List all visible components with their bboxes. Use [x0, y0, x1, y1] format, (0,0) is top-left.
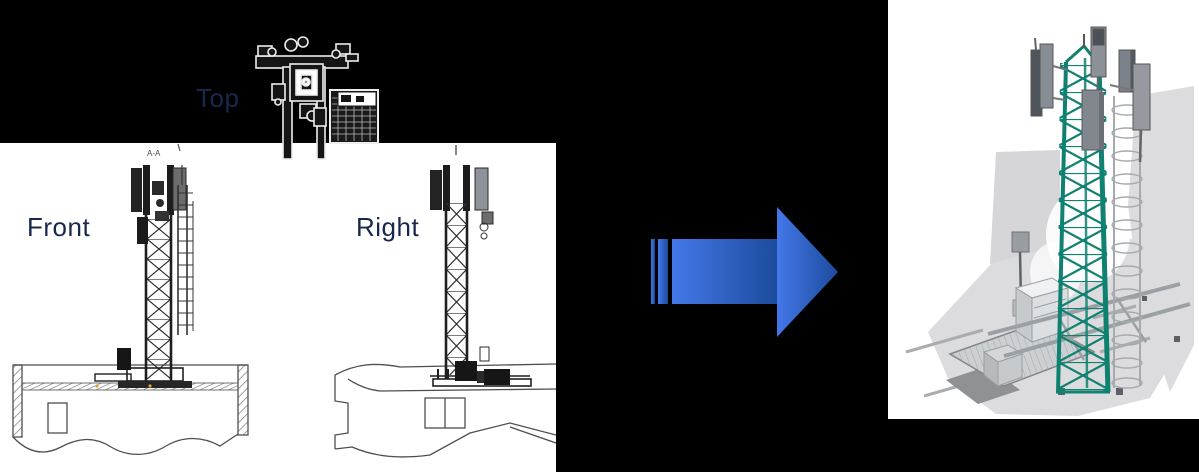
front-ladder [177, 165, 194, 335]
antenna-right-panel [1109, 63, 1151, 163]
transform-arrow [651, 207, 838, 337]
front-view-label: Front [27, 212, 91, 242]
front-mast-base [94, 348, 192, 388]
striped-right-arrow-icon [651, 207, 838, 337]
right-antenna-panel [474, 167, 489, 211]
right-building-section [334, 363, 556, 458]
front-mast-cabinet [137, 217, 148, 244]
antenna-panel [1030, 37, 1068, 117]
equipment-box-small [982, 344, 1024, 388]
top-view-shapes [255, 36, 359, 160]
right-mast-base [430, 361, 532, 387]
section-tick [177, 143, 181, 152]
right-antenna-left [430, 170, 442, 210]
right-view-label: Right [356, 212, 420, 242]
section-marker-label: A-A [147, 149, 161, 158]
antenna-cluster [1030, 26, 1151, 163]
top-view-grating [329, 89, 379, 144]
right-mast [430, 145, 532, 387]
front-antenna-left [131, 168, 142, 212]
antenna-top [1083, 26, 1107, 101]
top-view-label: Top [196, 83, 240, 113]
top-view-drawing [255, 36, 379, 160]
front-mast [94, 165, 194, 388]
right-view-drawing [334, 145, 556, 458]
front-antenna-right [172, 167, 187, 211]
tower-3d-render [905, 26, 1194, 416]
front-view-drawing: A-A [12, 143, 249, 456]
